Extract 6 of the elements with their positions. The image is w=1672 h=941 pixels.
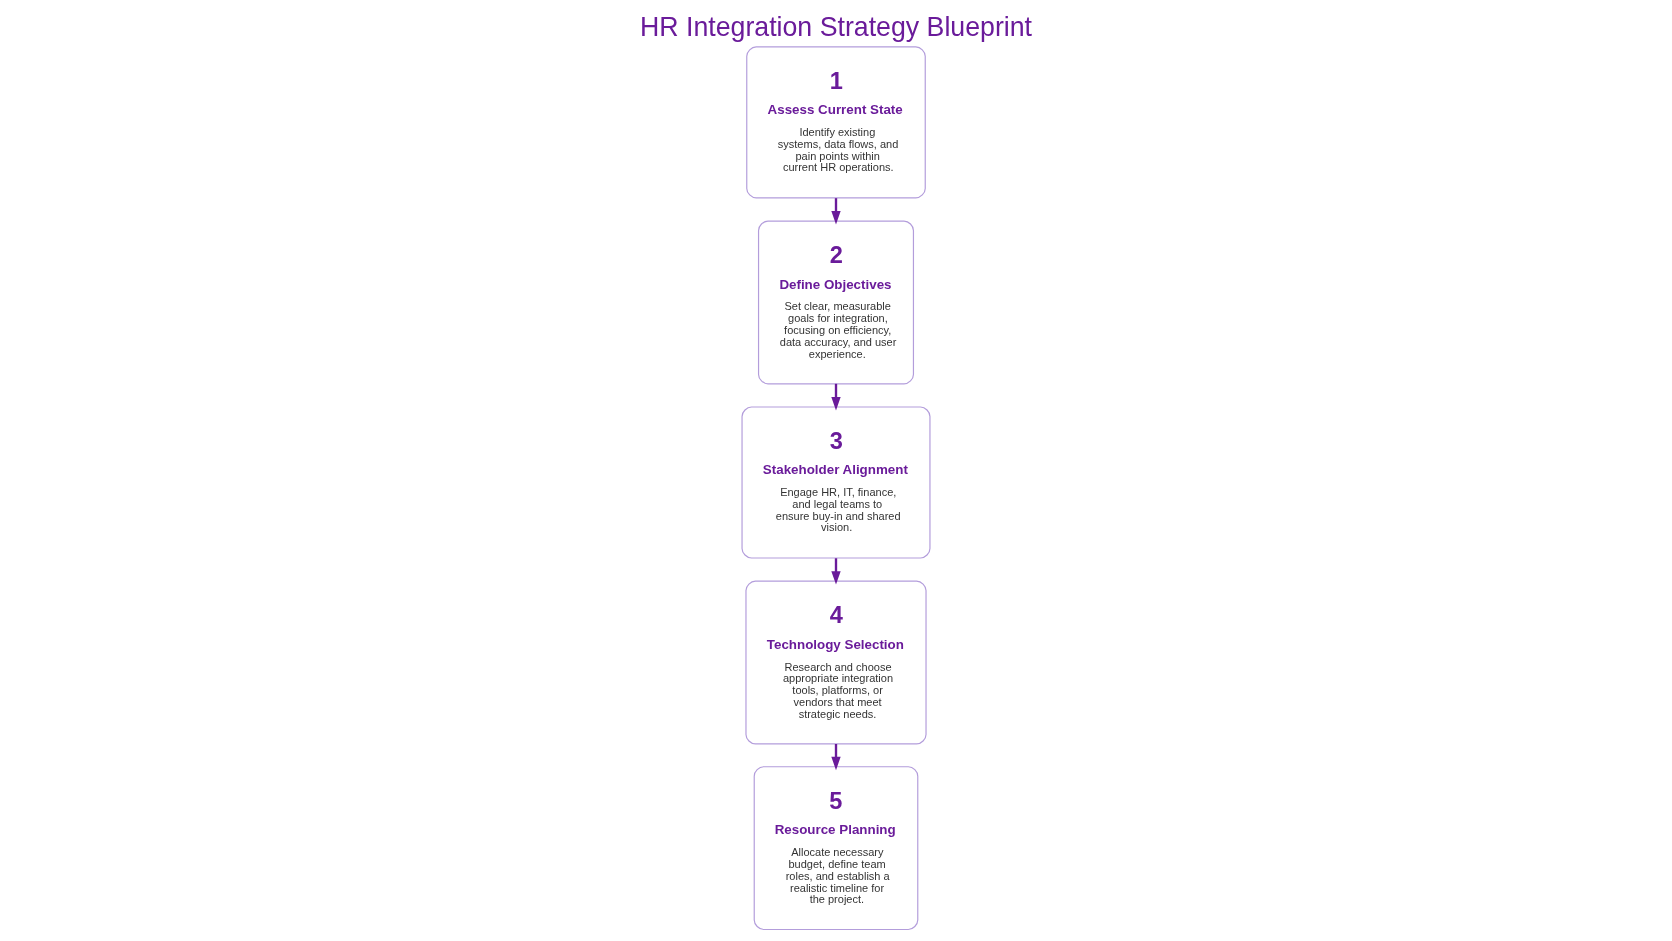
node-box: 2 Define Objectives Set clear, measurable goals for integration, focusing on efficiency, data accuracy, and user experience. [757, 220, 915, 385]
node-box: 1 Assess Current State Identify existing systems, data flows, and pain points within current HR operations. [746, 46, 926, 199]
node-box: 3 Stakeholder Alignment Engage HR, IT, finance, and legal teams to ensure buy-in and shared vision. [741, 406, 931, 559]
diagram-title: HR Integration Strategy Blueprint [639, 12, 1033, 43]
node-box: 5 Resource Planning Allocate necessary budget, define team roles, and establish a realistic timeline for the project. [753, 766, 919, 931]
node-box: 4 Technology Selection Research and choose appropriate integration tools, platforms, or vendors that meet strategic needs. [745, 580, 927, 745]
